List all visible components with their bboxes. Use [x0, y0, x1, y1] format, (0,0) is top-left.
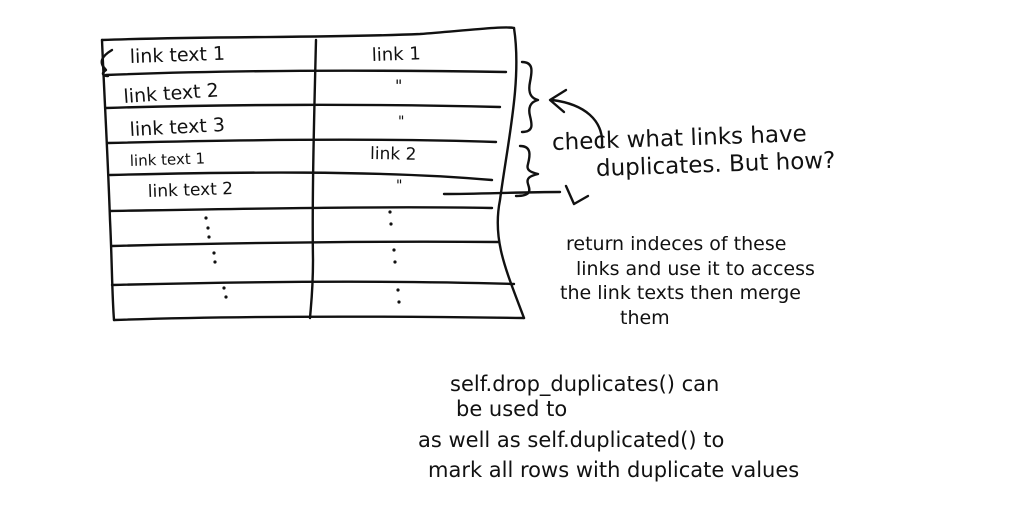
pointer-arrow-head: [564, 184, 590, 206]
table-cell-link: link 1: [371, 43, 421, 66]
table-cell-text: link text 2: [123, 79, 220, 108]
row-line: [108, 206, 494, 213]
ellipsis-dot: [207, 235, 211, 239]
column-divider: [308, 38, 318, 320]
table-cell-link: link 2: [370, 144, 417, 165]
table-border-bottom: [112, 315, 526, 322]
table-cell-link: ": [395, 76, 402, 95]
table-cell-text: link text 1: [129, 43, 225, 68]
ellipsis-dot: [212, 251, 216, 255]
indices-line: them: [620, 307, 670, 330]
table-cells: link text 1 link 1 link text 2 " link te…: [123, 43, 421, 202]
curved-arrow: [550, 98, 604, 148]
ellipsis-dot: [389, 222, 393, 226]
ellipsis-dot: [213, 260, 217, 264]
ellipsis-dot: [224, 295, 228, 299]
indices-note: return indeces of these links and use it…: [560, 232, 815, 331]
brace-upper: [520, 60, 540, 134]
pandas-note: self.drop_duplicates() can be used to as…: [418, 372, 799, 483]
ellipsis-dot: [397, 300, 401, 304]
ellipsis-dot: [222, 286, 226, 290]
row-line: [110, 240, 500, 248]
table-border-left: [100, 38, 116, 322]
indices-line: the link texts then merge: [560, 282, 801, 305]
ellipsis-dot: [204, 216, 208, 220]
table-cell-link: ": [398, 114, 404, 130]
table-border-right: [496, 26, 526, 320]
indices-line: return indeces of these: [566, 233, 787, 255]
pandas-line: be used to: [456, 397, 568, 422]
pandas-line: as well as self.duplicated() to: [418, 428, 725, 453]
table-cell-text: link text 1: [130, 149, 206, 170]
row-line: [110, 280, 516, 287]
question-note: check what links have duplicates. But ho…: [552, 121, 836, 183]
table-cell-text: link text 3: [129, 114, 225, 141]
table-cell-link: ": [396, 178, 402, 194]
row-line: [108, 171, 494, 182]
pointer-line: [442, 190, 562, 196]
ellipsis-dot: [396, 288, 400, 292]
ellipsis-dot: [392, 248, 396, 252]
row-line: [106, 138, 498, 145]
row-line: [104, 69, 508, 77]
table-grid: [100, 26, 526, 322]
row-line: [104, 103, 502, 110]
ellipsis-dot: [393, 260, 397, 264]
pandas-line: mark all rows with duplicate values: [428, 457, 800, 482]
row-marker-squiggle: [100, 48, 114, 78]
continuation-dots: [204, 210, 401, 304]
table-border-top: [100, 26, 516, 42]
ellipsis-dot: [388, 210, 392, 214]
annotation-marks: [442, 60, 604, 206]
table-cell-text: link text 2: [147, 179, 233, 202]
pandas-line: self.drop_duplicates() can: [450, 372, 720, 396]
indices-line: links and use it to access: [576, 257, 815, 280]
curved-arrow-head: [548, 88, 568, 114]
brace-lower: [514, 144, 540, 198]
ellipsis-dot: [206, 226, 210, 230]
